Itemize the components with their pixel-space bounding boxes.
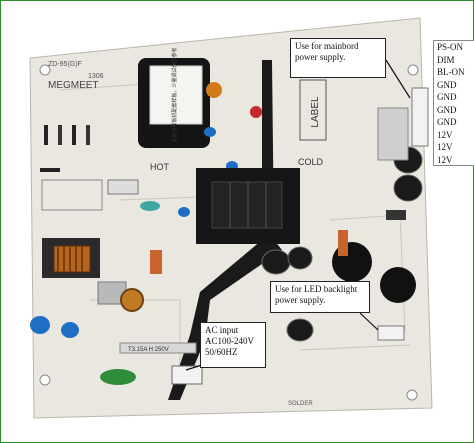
diode-row	[40, 125, 90, 172]
mount-hole-icon	[407, 64, 419, 76]
label-print: LABEL	[310, 96, 321, 128]
callout-led-line2: power supply.	[275, 295, 326, 305]
mainboard-connector	[411, 87, 429, 147]
pin-label: DIM	[437, 54, 455, 65]
callout-mainboard-line1: Use for mainbord	[295, 41, 359, 51]
callout-led-line1: Use for LED backlight	[275, 284, 358, 294]
cap-blue	[204, 127, 216, 137]
toroid-inductor	[120, 288, 144, 312]
cap-teal	[140, 201, 160, 211]
callout-ac-line3: 50/60HZ	[205, 347, 238, 357]
brand-print: MEGMEET	[48, 80, 99, 91]
led-connector	[377, 325, 405, 341]
callout-mainboard: Use for mainbord power supply.	[290, 38, 386, 78]
pin-label: 12V	[437, 129, 453, 140]
output-capacitor	[287, 246, 313, 270]
callout-ac-input: AC input AC100-240V 50/60HZ	[200, 322, 266, 368]
board-model-print: ZD-95(G)F	[48, 61, 82, 68]
pin-label: GND	[437, 104, 457, 115]
output-capacitor	[380, 267, 416, 303]
resistor	[150, 250, 162, 274]
mount-hole-icon	[406, 389, 418, 401]
cap-orange	[206, 82, 222, 98]
callout-mainboard-line2: power supply.	[295, 52, 346, 62]
label-box	[299, 79, 327, 141]
board-code-print: 1306	[88, 73, 104, 80]
hot-print: HOT	[150, 162, 170, 172]
isolation-slot	[168, 60, 282, 400]
fuse	[119, 342, 197, 354]
solder-print: SOLDER	[288, 401, 313, 407]
common-mode-choke	[53, 245, 91, 273]
thermistor	[100, 369, 136, 385]
warning-sticker	[149, 65, 203, 125]
mount-hole-icon	[39, 64, 51, 76]
ac-input-connector	[171, 365, 203, 385]
cold-print: COLD	[298, 157, 324, 167]
cap-red	[250, 106, 262, 118]
pin-label: GND	[437, 92, 457, 102]
pin-label: 12V	[437, 142, 453, 152]
output-capacitor	[393, 174, 423, 202]
ic-chip	[107, 179, 139, 195]
pin-label: GND	[437, 117, 457, 127]
y-capacitor	[61, 322, 79, 338]
sticker-text: 此板为样板机配套样板，少量调试仅供参考	[171, 47, 178, 142]
connector-pin-list: PS-ON DIM BL-ON GND GND GND GND 12V 12V …	[433, 40, 474, 166]
pin-label: GND	[437, 79, 457, 90]
relay-outline	[41, 179, 103, 211]
fuse-print: T3.15A H 250V	[128, 347, 169, 353]
pin-label: BL-ON	[437, 67, 465, 77]
callout-ac-line1: AC input	[205, 325, 239, 335]
rectifier-diode	[386, 210, 406, 220]
output-capacitor	[286, 318, 314, 342]
callout-led: Use for LED backlight power supply.	[270, 281, 370, 313]
inductor	[338, 230, 348, 256]
cap-blue	[178, 207, 190, 217]
varistor	[30, 316, 50, 334]
pin-label: PS-ON	[437, 42, 464, 52]
heatsink	[377, 107, 409, 161]
mount-hole-icon	[39, 374, 51, 386]
output-capacitor	[261, 249, 291, 275]
callout-ac-line2: AC100-240V	[205, 336, 254, 346]
pin-label: 12V	[437, 154, 453, 165]
